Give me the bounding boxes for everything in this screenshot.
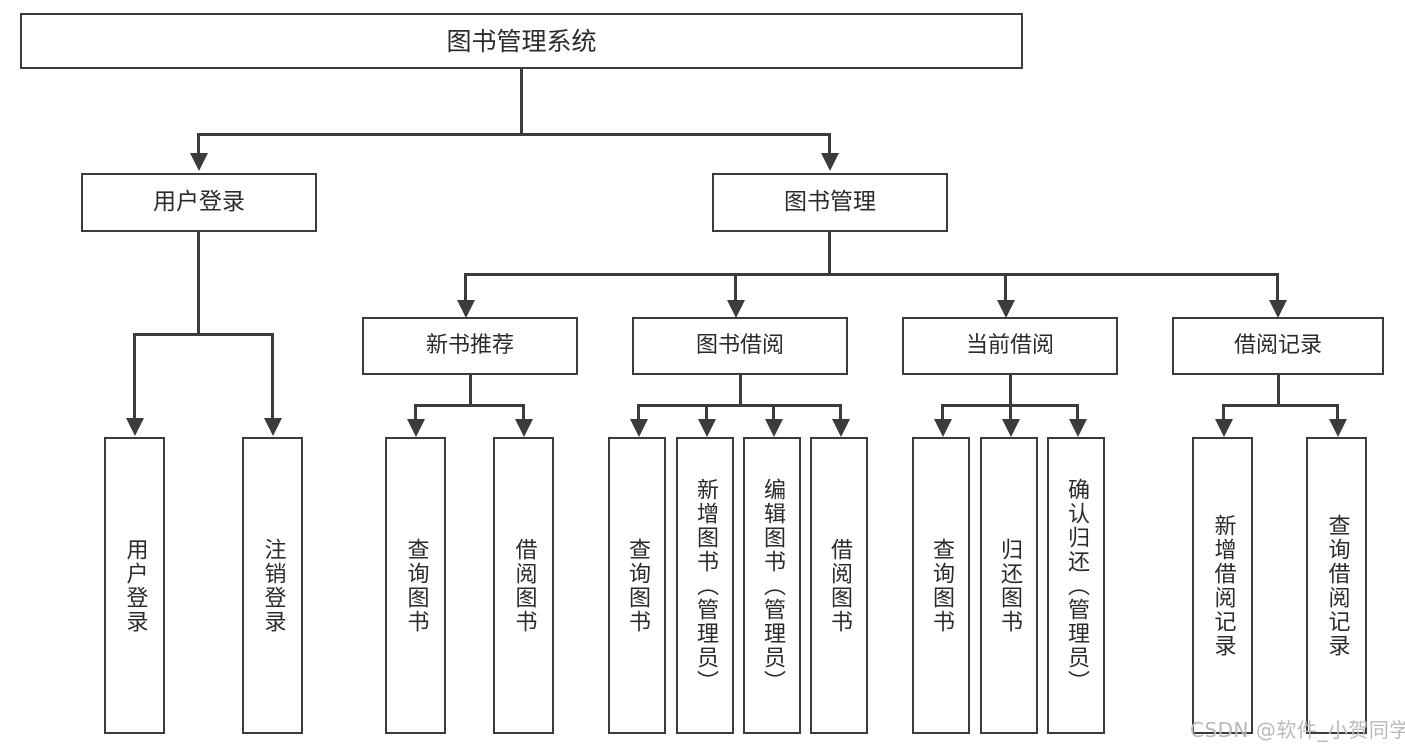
connector-root-stem: [520, 69, 523, 134]
arrowhead-to-user-login: [190, 153, 208, 171]
watermark-text: CSDN @软件_小贺同学: [1190, 718, 1405, 742]
arrowhead-cb-leaf-3: [1069, 419, 1087, 437]
arrowhead-to-new-book-recommend: [457, 300, 475, 318]
node-label: 新书推荐: [425, 333, 514, 358]
leaf-label: 新增借阅记录: [1210, 513, 1236, 658]
leaf-label: 查询图书: [929, 537, 954, 634]
leaf-label: 编辑图书（管理员）: [760, 477, 785, 694]
leaf-query-book-recommend[interactable]: 查询图书: [385, 437, 446, 734]
node-borrow-record[interactable]: 借阅记录: [1172, 317, 1384, 375]
leaf-query-book-current[interactable]: 查询图书: [912, 437, 970, 734]
arrowhead-br-leaf-1: [1215, 419, 1233, 437]
connector-bm-drop-1: [464, 273, 467, 301]
connector-nbr-stem: [469, 375, 472, 405]
connector-bm-drop-2: [734, 273, 737, 301]
leaf-query-book[interactable]: 查询图书: [608, 437, 666, 734]
connector-root-bus: [197, 133, 830, 136]
leaf-user-login[interactable]: 用户登录: [104, 437, 165, 734]
node-label: 图书管理系统: [446, 26, 597, 56]
leaf-label: 归还图书: [997, 537, 1022, 634]
leaf-add-borrow-record[interactable]: 新增借阅记录: [1192, 437, 1253, 734]
arrowhead-bb-leaf-4: [832, 419, 850, 437]
connector-bb-drop-4: [839, 404, 842, 420]
arrowhead-bb-leaf-2: [698, 419, 716, 437]
leaf-label: 借阅图书: [827, 537, 852, 634]
connector-bm-drop-3: [1004, 273, 1007, 301]
leaf-label: 借阅图书: [511, 537, 537, 634]
node-book-management[interactable]: 图书管理: [712, 173, 948, 232]
arrowhead-bb-leaf-1: [630, 419, 648, 437]
arrowhead-cb-leaf-1: [934, 419, 952, 437]
connector-br-stem: [1277, 375, 1280, 405]
connector-book-management-stem: [828, 232, 831, 274]
node-root-book-management-system[interactable]: 图书管理系统: [20, 13, 1023, 69]
leaf-logout[interactable]: 注销登录: [242, 437, 303, 734]
node-label: 用户登录: [153, 189, 245, 215]
arrowhead-to-borrow-record: [1269, 300, 1287, 318]
connector-nbr-drop-2: [522, 404, 525, 420]
node-label: 当前借阅: [965, 333, 1054, 358]
arrowhead-to-user-login-leaf: [126, 418, 144, 436]
node-new-book-recommend[interactable]: 新书推荐: [362, 317, 578, 375]
arrowhead-to-current-borrow: [997, 300, 1015, 318]
connector-bb-drop-1: [637, 404, 640, 420]
leaf-label: 用户登录: [122, 537, 148, 634]
leaf-borrow-book[interactable]: 借阅图书: [810, 437, 868, 734]
leaf-borrow-book-recommend[interactable]: 借阅图书: [493, 437, 554, 734]
leaf-label: 查询图书: [625, 537, 650, 634]
leaf-query-borrow-record[interactable]: 查询借阅记录: [1306, 437, 1367, 734]
arrowhead-bb-leaf-3: [765, 419, 783, 437]
node-current-borrow[interactable]: 当前借阅: [902, 317, 1118, 375]
arrowhead-nbr-leaf-2: [515, 419, 533, 437]
connector-bb-stem: [739, 375, 742, 405]
connector-bb-drop-2: [705, 404, 708, 420]
connector-user-login-stem: [197, 232, 200, 334]
arrowhead-to-book-borrow: [727, 300, 745, 318]
connector-cb-stem: [1009, 375, 1012, 405]
connector-cb-drop-2: [1009, 404, 1012, 420]
arrowhead-br-leaf-2: [1329, 419, 1347, 437]
node-label: 图书借阅: [695, 333, 784, 358]
leaf-label: 注销登录: [260, 537, 286, 634]
arrowhead-to-book-management: [821, 153, 839, 171]
node-user-login[interactable]: 用户登录: [81, 173, 317, 232]
leaf-confirm-return-admin[interactable]: 确认归还（管理员）: [1047, 437, 1105, 734]
connector-user-login-drop-1: [133, 333, 136, 419]
connector-root-drop-left: [197, 133, 200, 155]
connector-user-login-bus: [133, 333, 273, 336]
leaf-label: 查询借阅记录: [1324, 513, 1350, 658]
connector-book-management-bus: [464, 273, 1279, 276]
connector-bb-drop-3: [772, 404, 775, 420]
node-label: 借阅记录: [1233, 333, 1322, 358]
connector-br-bus: [1222, 404, 1338, 407]
connector-nbr-drop-1: [414, 404, 417, 420]
leaf-return-book[interactable]: 归还图书: [980, 437, 1038, 734]
leaf-label: 确认归还（管理员）: [1064, 477, 1089, 694]
connector-br-drop-2: [1336, 404, 1339, 420]
connector-cb-drop-3: [1076, 404, 1079, 420]
arrowhead-to-logout-leaf: [264, 418, 282, 436]
leaf-label: 新增图书（管理员）: [693, 477, 718, 694]
connector-user-login-drop-2: [271, 333, 274, 419]
node-book-borrow[interactable]: 图书借阅: [632, 317, 848, 375]
arrowhead-nbr-leaf-1: [407, 419, 425, 437]
node-label: 图书管理: [784, 189, 876, 215]
connector-nbr-bus: [414, 404, 524, 407]
leaf-add-book-admin[interactable]: 新增图书（管理员）: [676, 437, 734, 734]
arrowhead-cb-leaf-2: [1002, 419, 1020, 437]
connector-bm-drop-4: [1276, 273, 1279, 301]
csdn-watermark: CSDN @软件_小贺同学: [1190, 714, 1405, 743]
leaf-label: 查询图书: [403, 537, 429, 634]
connector-br-drop-1: [1222, 404, 1225, 420]
connector-bb-bus: [637, 404, 841, 407]
leaf-edit-book-admin[interactable]: 编辑图书（管理员）: [743, 437, 801, 734]
connector-root-drop-right: [828, 133, 831, 155]
connector-cb-drop-1: [941, 404, 944, 420]
